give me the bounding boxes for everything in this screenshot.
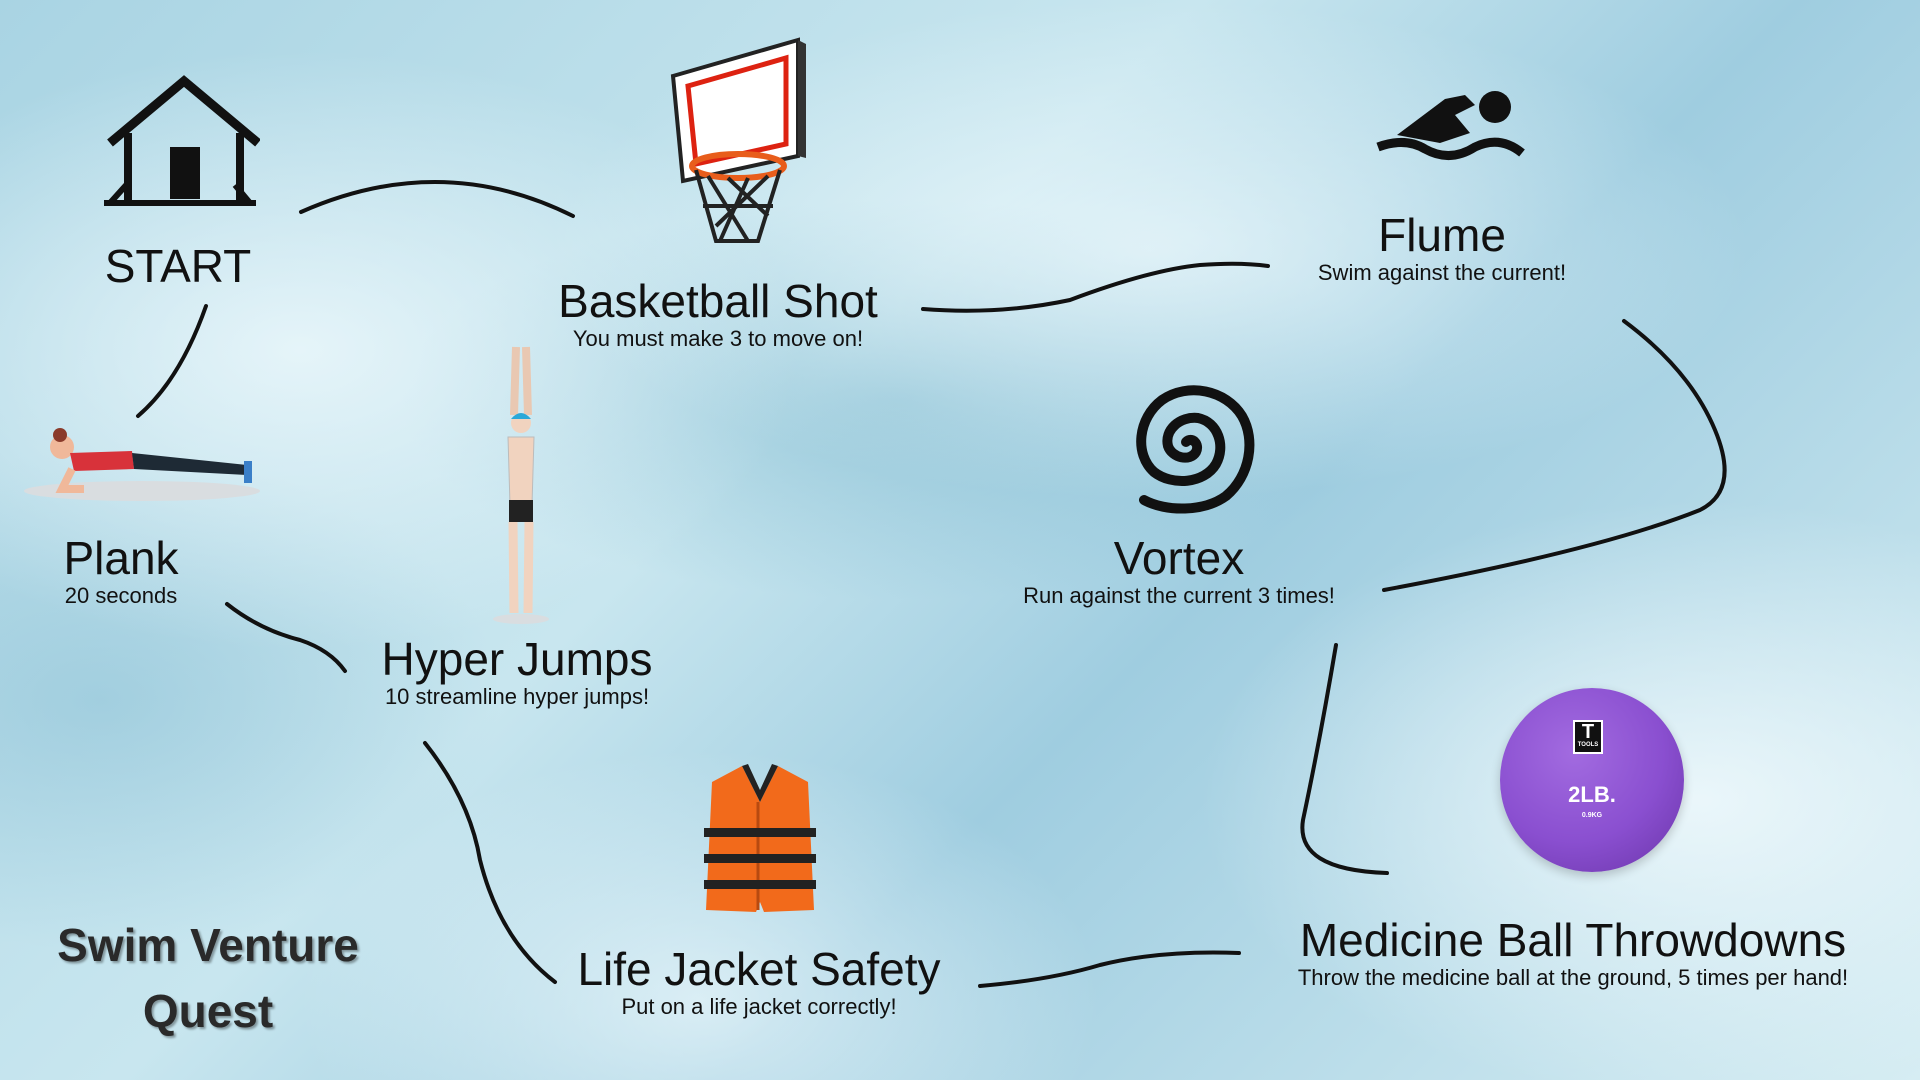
life-jacket-title: Life Jacket Safety <box>577 943 941 995</box>
path-start-plank <box>136 304 208 418</box>
spiral-vortex-icon <box>1136 385 1255 514</box>
vortex-title: Vortex <box>1113 532 1245 584</box>
medicine-ball-image: T TOOLS 2LB. 0.9KG <box>1500 688 1684 872</box>
quest-title-line2: Quest <box>142 985 274 1037</box>
flume-subtitle: Swim against the current! <box>1317 260 1567 285</box>
house-icon <box>104 75 260 206</box>
start-label: START <box>104 240 252 292</box>
hyper-jumps-title: Hyper Jumps <box>381 633 653 685</box>
life-jacket-subtitle: Put on a life jacket correctly! <box>621 994 897 1019</box>
swimmer-icon <box>1376 91 1525 160</box>
hyper-jumps-subtitle: 10 streamline hyper jumps! <box>384 684 650 709</box>
vortex-subtitle: Run against the current 3 times! <box>1023 583 1335 608</box>
plank-person-icon <box>24 428 260 501</box>
path-medball-vortex <box>1300 643 1389 875</box>
flume-title: Flume <box>1378 209 1506 261</box>
plank-title: Plank <box>63 532 179 584</box>
streamline-swimmer-icon <box>493 346 549 624</box>
path-start-basketball <box>299 180 575 218</box>
path-basketball-flume <box>921 261 1270 313</box>
basketball-hoop-icon <box>670 37 806 243</box>
plank-subtitle: 20 seconds <box>64 583 178 608</box>
path-hyper-lifejacket <box>423 741 557 984</box>
path-plank-hyper <box>225 602 347 673</box>
path-vortex-flume <box>1382 319 1727 592</box>
ball-weight: 2LB. <box>1568 782 1616 807</box>
medicine-ball-title: Medicine Ball Throwdowns <box>1299 914 1847 966</box>
life-jacket-icon <box>704 764 816 912</box>
ball-brand-logo: T TOOLS <box>1573 720 1603 754</box>
basketball-shot-subtitle: You must make 3 to move on! <box>572 326 864 351</box>
ball-metric: 0.9KG <box>1581 812 1603 819</box>
medicine-ball-subtitle: Throw the medicine ball at the ground, 5… <box>1297 965 1849 990</box>
path-lifejacket-medball <box>978 950 1241 988</box>
basketball-shot-title: Basketball Shot <box>558 275 878 327</box>
quest-title-line1: Swim Venture <box>57 919 359 971</box>
